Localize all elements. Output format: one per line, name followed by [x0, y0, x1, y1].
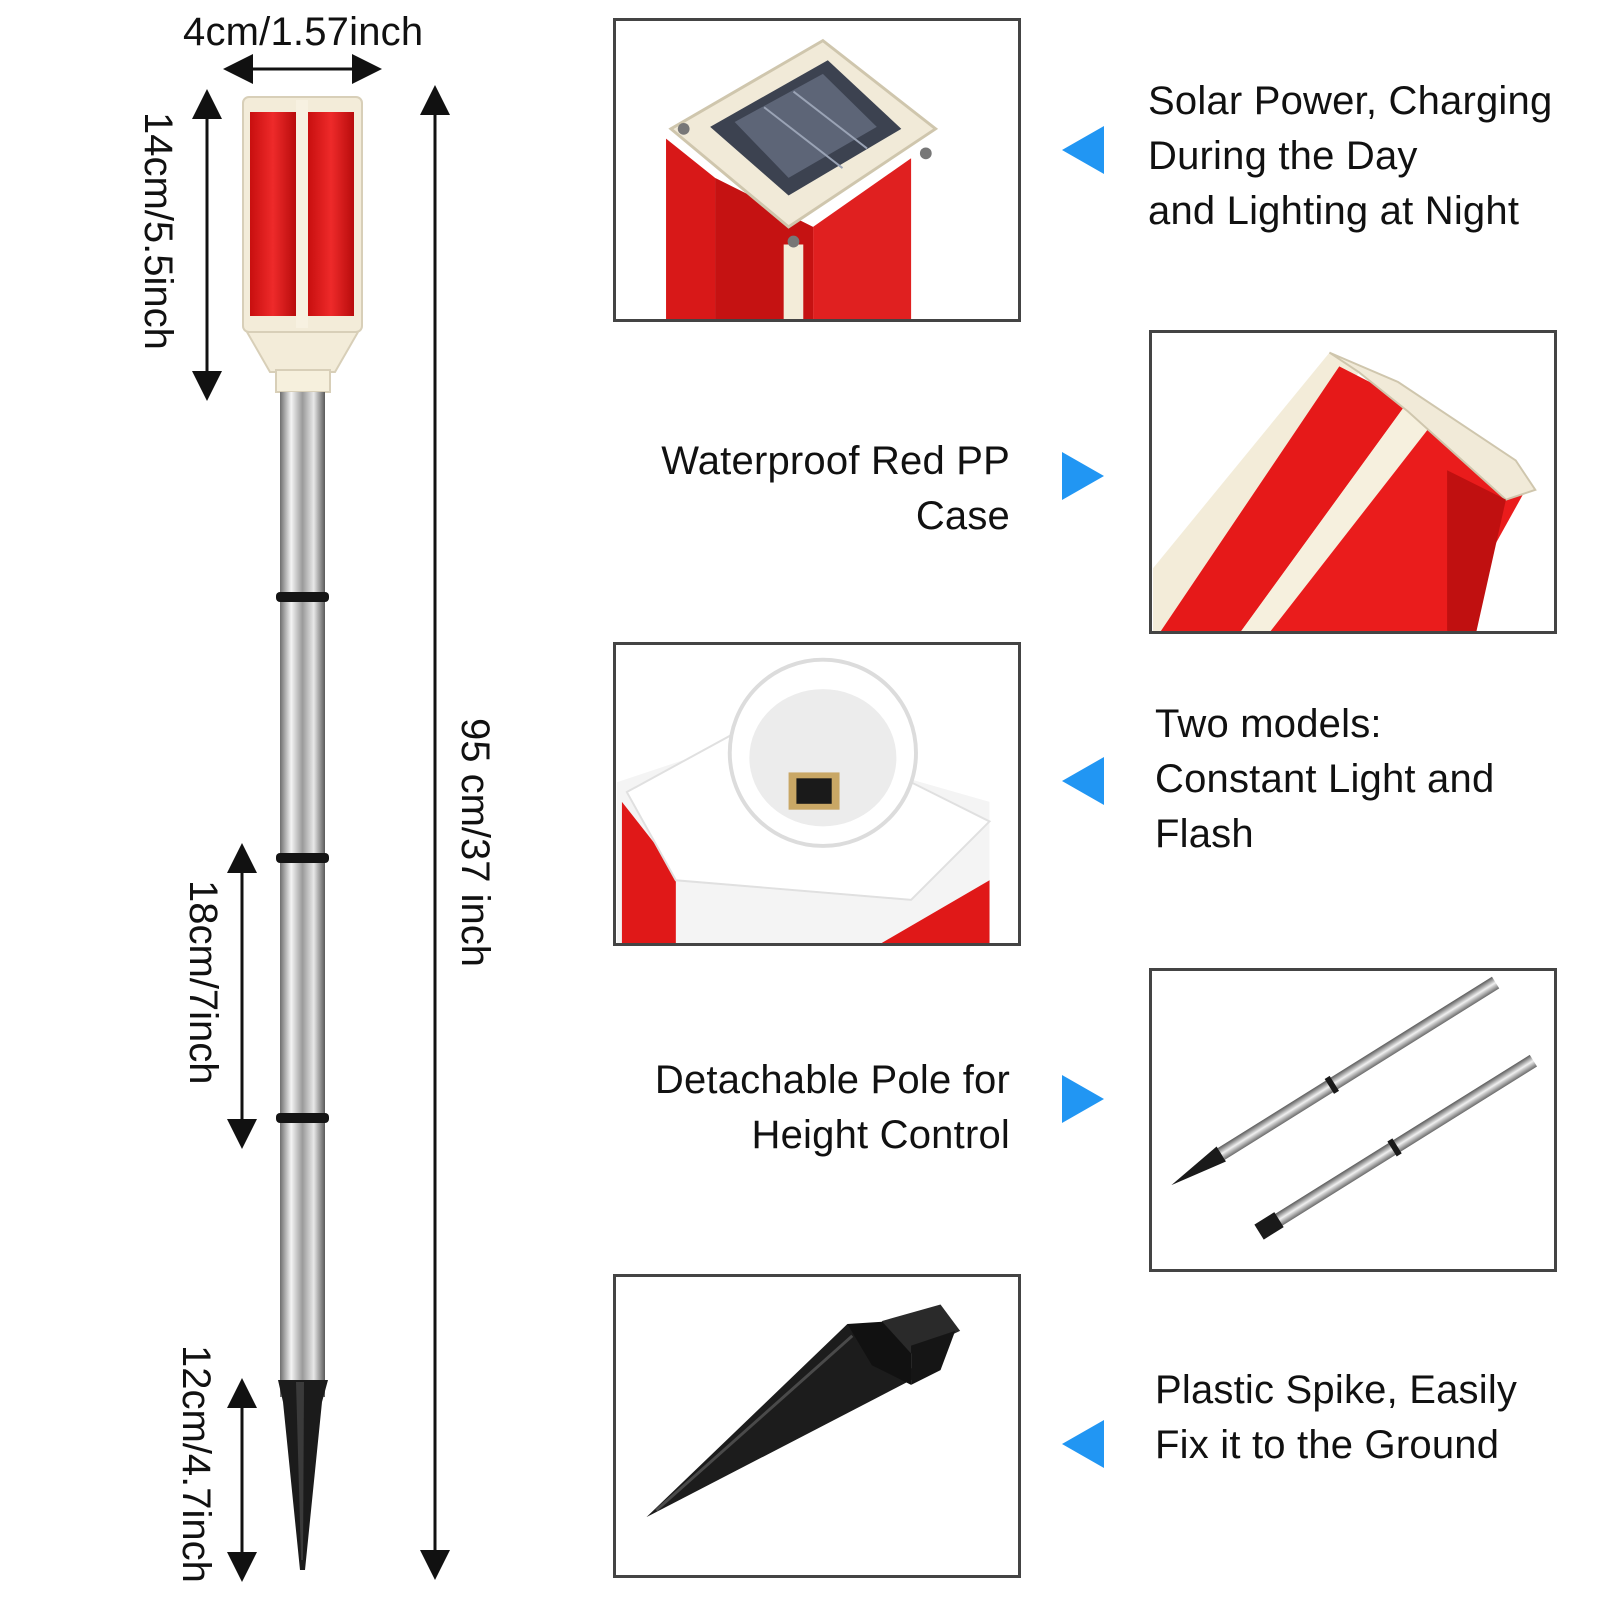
pole-illustration [276, 392, 329, 1397]
product-dimension-diagram [192, 54, 450, 1582]
spike-illustration [278, 1380, 328, 1570]
right-pointing-triangle-icon [1062, 1075, 1104, 1123]
switch-base-photo [613, 642, 1021, 946]
feature-models-text: Two models: Constant Light and Flash [1155, 702, 1495, 856]
left-pointing-triangle-icon [1062, 126, 1104, 174]
right-pointing-triangle-icon [1062, 452, 1104, 500]
red-case-photo [1149, 330, 1557, 634]
left-pointing-triangle-icon [1062, 757, 1104, 805]
width-dimension-label: 4cm/1.57inch [183, 10, 424, 54]
feature-spike-text: Plastic Spike, Easily Fix it to the Grou… [1155, 1368, 1518, 1467]
total-dimension-label: 95 cm/37 inch [453, 718, 497, 968]
left-pointing-triangle-icon [1062, 1420, 1104, 1468]
feature-case-text: Waterproof Red PP Case [661, 439, 1010, 538]
detachable-pole-photo [1149, 968, 1557, 1272]
solar-panel-photo [613, 18, 1021, 322]
spike-dimension-label: 12cm/4.7inch [174, 1345, 218, 1583]
feature-pole-text: Detachable Pole for Height Control [654, 1058, 1010, 1157]
plastic-spike-photo [613, 1274, 1021, 1578]
feature-solar-text: Solar Power, Charging During the Day and… [1148, 79, 1553, 233]
segment-dimension-label: 18cm/7inch [181, 880, 225, 1085]
head-dimension-label: 14cm/5.5inch [136, 112, 180, 350]
light-head-illustration [242, 96, 363, 393]
